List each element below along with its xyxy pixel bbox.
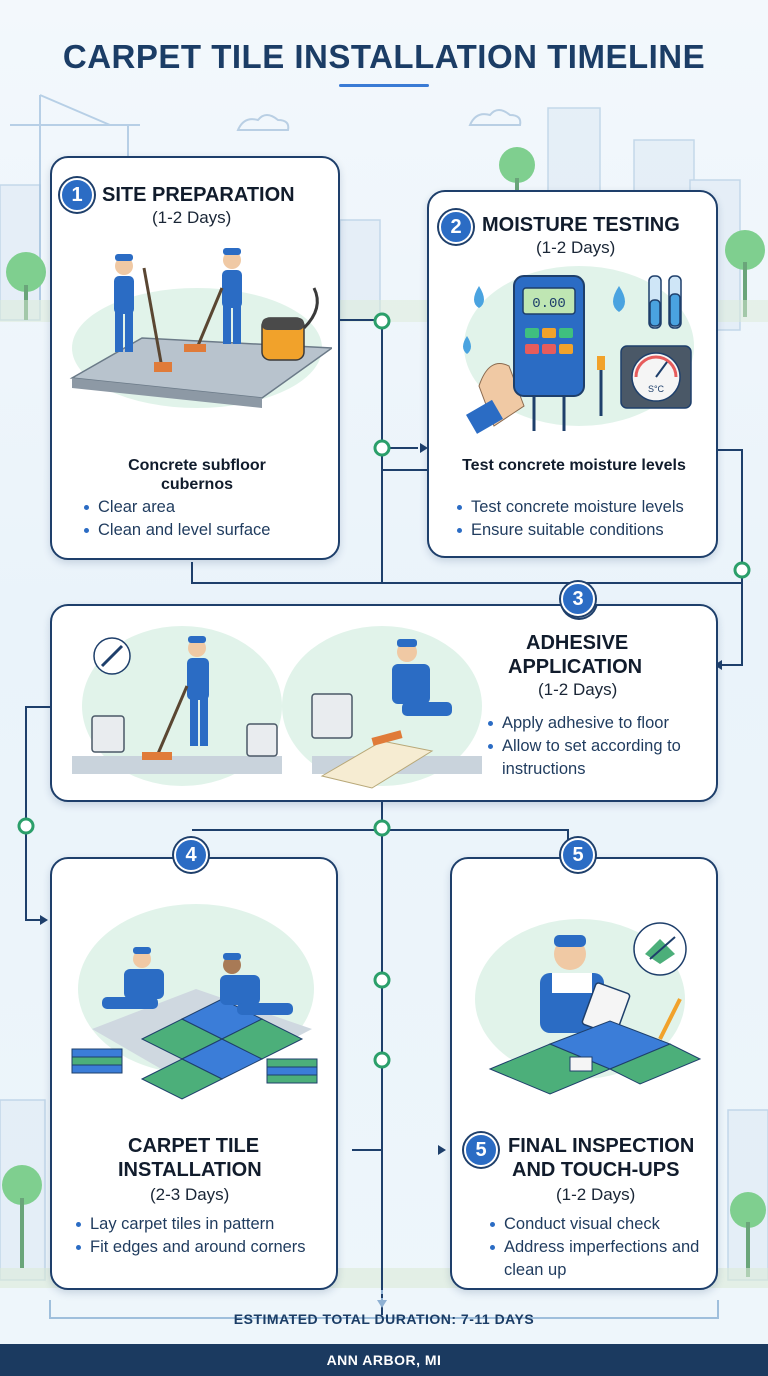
workers-sweeping-illustration [69, 248, 332, 408]
step-heading: AND TOUCH-UPS [512, 1159, 680, 1181]
bullet-item: Allow to set according to instructions [486, 735, 706, 781]
step-heading: FINAL INSPECTION [508, 1135, 695, 1157]
location-footer: ANN ARBOR, MI [0, 1344, 768, 1376]
thermometer-gauge-icon: S°C [620, 345, 692, 409]
step-number-badge: 1 [60, 178, 94, 212]
step-heading: SITE PREPARATION [102, 184, 295, 206]
meter-display-text: 0.00 [532, 296, 566, 312]
step-bullet-list: Clear area Clean and level surface [82, 496, 332, 542]
bullet-item: Lay carpet tiles in pattern [74, 1213, 336, 1236]
step-duration: (2-3 Days) [150, 1185, 230, 1204]
moisture-meter-icon: 0.00 [513, 275, 585, 431]
water-drop-icons [463, 286, 625, 354]
cloud-icons [236, 109, 522, 131]
step-card-adhesive-application: 3 ADHESIVE APPLICATION (1-2 Days) Apply … [50, 604, 718, 802]
step-heading: CARPET TILE [128, 1135, 260, 1157]
bucket-icon [91, 693, 353, 757]
laying-carpet-tiles-illustration [71, 904, 318, 1100]
gauge-label-text: S°C [648, 384, 665, 394]
step-number-badge: 3 [561, 582, 595, 616]
step-card-carpet-tile-installation: CARPET TILE INSTALLATION (2-3 Days) Lay … [50, 857, 338, 1290]
bullet-item: Fit edges and around corners [74, 1236, 336, 1259]
step-card-moisture-testing: 0.00 S°C 2 MOISTURE TESTING (1-2 Days) T… [427, 190, 718, 558]
carpet-tile-icons [488, 1020, 702, 1095]
adhesive-application-illustration [72, 626, 482, 789]
final-inspection-illustration [475, 919, 702, 1095]
worker-icon [187, 636, 209, 746]
step-number-badge: 5 [464, 1133, 498, 1167]
bullet-item: Address imperfections and clean up [488, 1236, 712, 1282]
step-duration: (1-2 Days) [152, 208, 232, 227]
kneeling-worker-icon [392, 639, 452, 716]
tree-icons [2, 147, 766, 1277]
step-bullet-list: Test concrete moisture levels Ensure sui… [455, 496, 715, 542]
step-card-site-preparation: 1 SITE PREPARATION (1-2 Days) Concrete s… [50, 156, 340, 560]
kneeling-worker-icon [102, 947, 164, 1009]
step-bullet-list: Conduct visual check Address imperfectio… [488, 1213, 712, 1282]
page-title: CARPET TILE INSTALLATION TIMELINE [62, 38, 706, 75]
moisture-meter-illustration: 0.00 S°C [463, 266, 694, 434]
test-tube-icons [648, 275, 682, 329]
pen-icon [93, 637, 131, 675]
title-underline [339, 84, 429, 87]
step-number-badge: 4 [174, 838, 208, 872]
bullet-item: Test concrete moisture levels [455, 496, 715, 519]
total-duration: ESTIMATED TOTAL DURATION: 7-11 DAYS [233, 1311, 535, 1327]
step-number-badge: 2 [439, 210, 473, 244]
tile-stack-icon [71, 1048, 318, 1084]
step-heading: APPLICATION [508, 656, 643, 678]
connector-arrows [40, 443, 722, 1155]
worker-icon [222, 248, 242, 344]
worker-icon [114, 254, 134, 352]
bullet-item: Conduct visual check [488, 1213, 712, 1236]
bullet-item: Apply adhesive to floor [486, 712, 706, 735]
step-heading: MOISTURE TESTING [482, 214, 680, 236]
bullet-item: Clear area [82, 496, 332, 519]
step-duration: (1-2 Days) [538, 680, 618, 699]
bullet-item: Ensure suitable conditions [455, 519, 715, 542]
step-heading: INSTALLATION [118, 1159, 262, 1181]
carpet-tile-icons [140, 998, 304, 1100]
kneeling-worker-icon [220, 953, 293, 1015]
step-number-badge: 5 [561, 838, 595, 872]
magnifier-inset-icon [633, 922, 687, 976]
step-subtitle: Concrete subfloor cubernos [128, 457, 266, 493]
step-duration: (1-2 Days) [536, 238, 616, 257]
step-duration: (1-2 Days) [556, 1185, 636, 1204]
connector-nodes [17, 312, 751, 1069]
shop-vacuum-icon [261, 287, 319, 361]
bullet-item: Clean and level surface [82, 519, 332, 542]
step-subtitle: Test concrete moisture levels [462, 457, 686, 474]
step-bullet-list: Apply adhesive to floor Allow to set acc… [486, 712, 706, 781]
step-heading: ADHESIVE [526, 632, 629, 654]
step-card-final-inspection: 5 FINAL INSPECTION AND TOUCH-UPS (1-2 Da… [450, 857, 718, 1290]
step-bullet-list: Lay carpet tiles in pattern Fit edges an… [74, 1213, 336, 1259]
